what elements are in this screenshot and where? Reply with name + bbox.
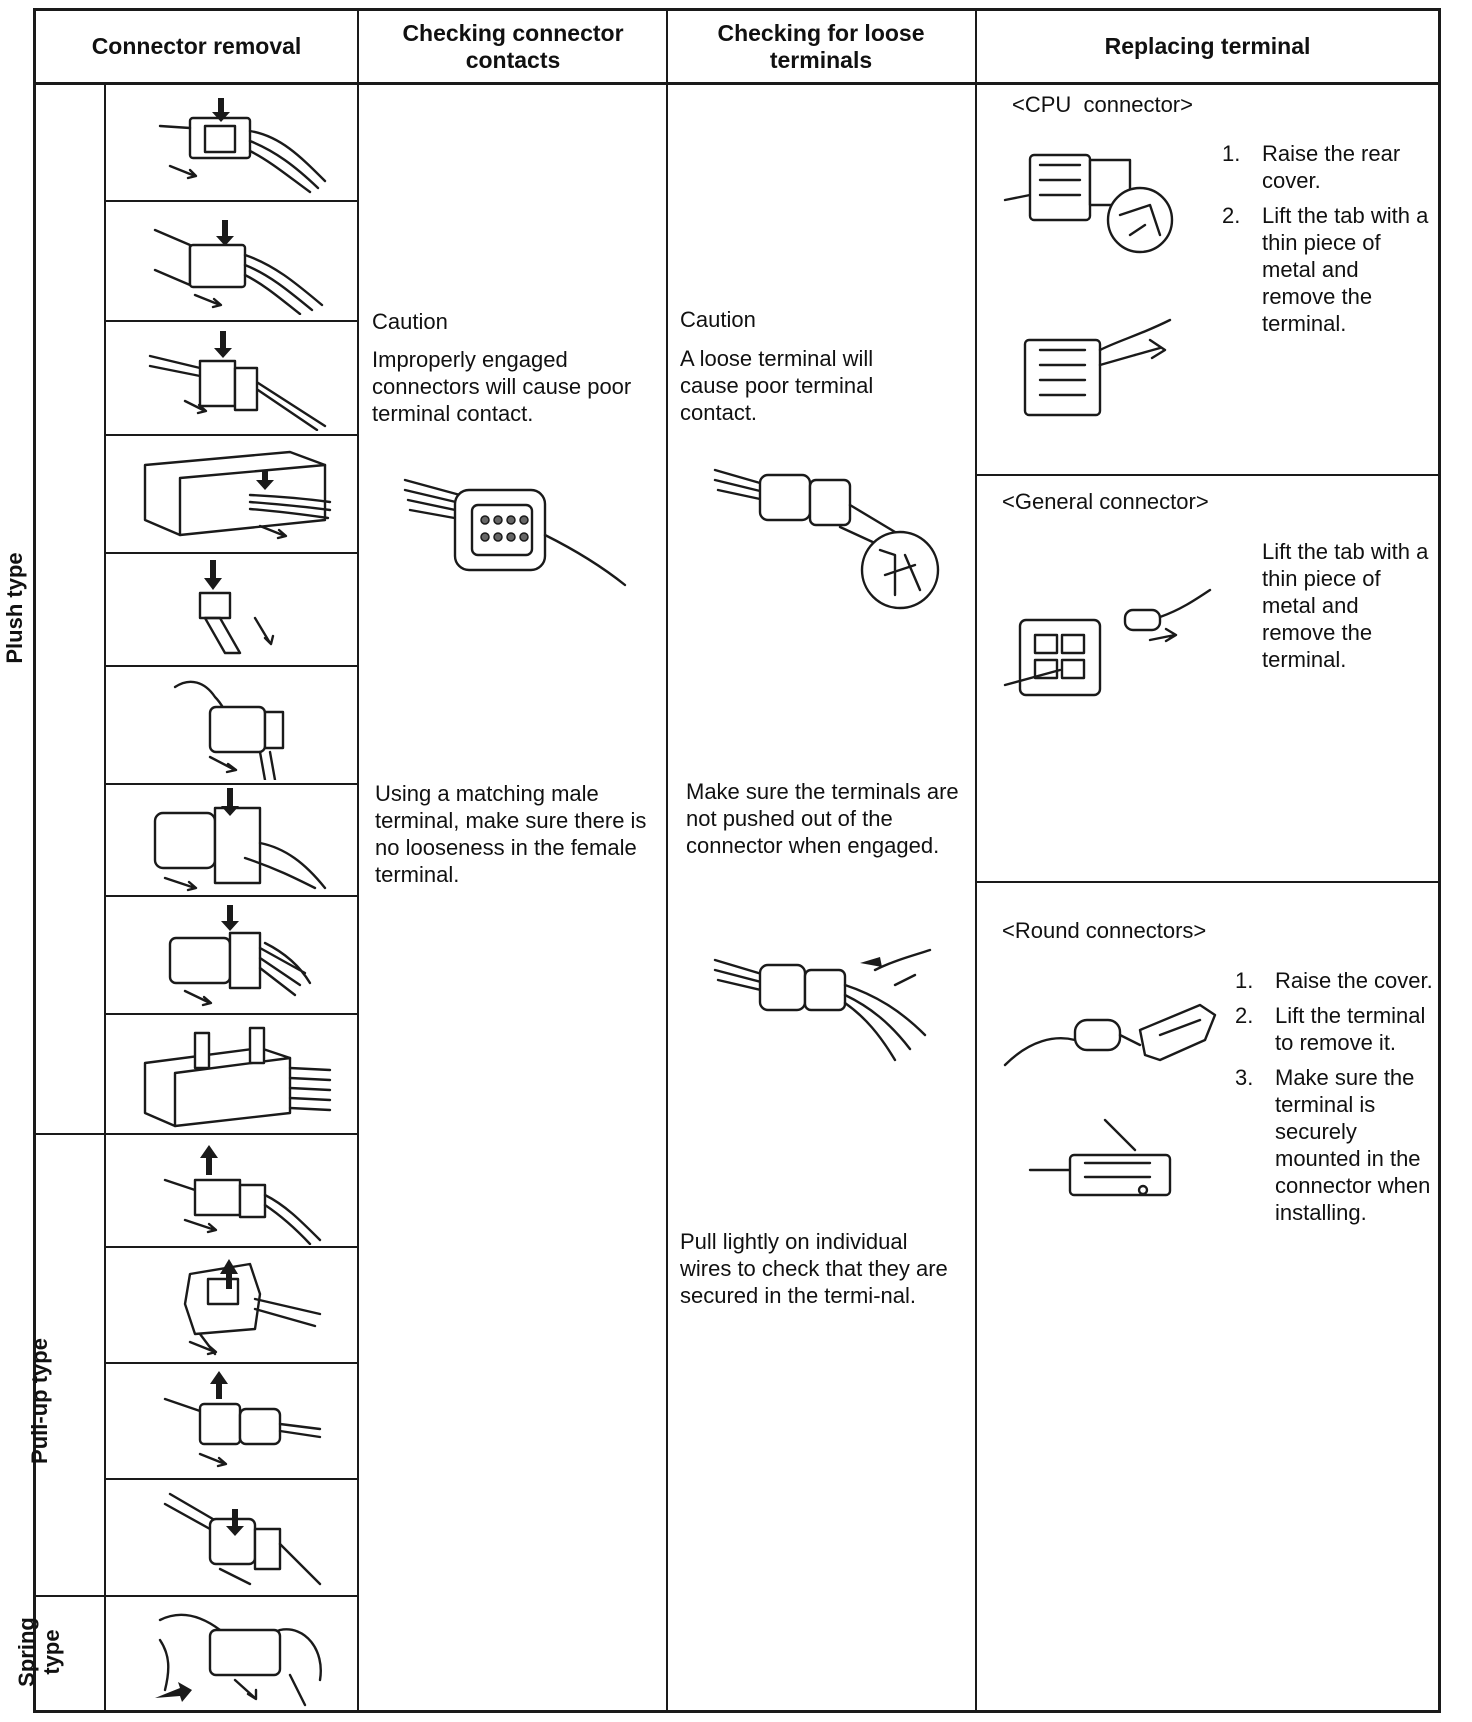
cpu-connector-illustration-2 <box>1023 318 1172 417</box>
step-text: Raise the rear cover. <box>1262 141 1401 193</box>
loose-instruction-2: Pull lightly on individual wires to chec… <box>680 1229 948 1308</box>
cpu-steps: 1. Raise the rear cover. 2. Lift the tab w… <box>1222 140 1437 345</box>
round-connector-illustration-1 <box>1003 1003 1217 1067</box>
step-text: Lift the terminal to remove it. <box>1275 1003 1426 1055</box>
round-connectors-title: <Round connectors> <box>1002 918 1207 943</box>
cell-divider <box>105 320 358 322</box>
plush-illustration-6 <box>173 680 285 780</box>
table-border-right <box>1438 8 1441 1713</box>
table-border-bottom <box>33 1710 1441 1713</box>
table-border-left <box>33 8 36 1713</box>
loose-caution-text: A loose terminal will cause poor termina… <box>680 346 874 425</box>
round-step-2: 2. Lift the terminal to remove it. <box>1235 1002 1440 1056</box>
group-divider-plush-pullup <box>33 1133 358 1135</box>
pullup-illustration-1 <box>163 1145 322 1245</box>
cell-divider <box>105 895 358 897</box>
cell-divider <box>105 1362 358 1364</box>
cell-divider <box>105 1013 358 1015</box>
plush-illustration-7 <box>153 788 327 892</box>
pullup-illustration-3 <box>163 1371 322 1468</box>
spring-illustration <box>155 1613 322 1707</box>
cpu-step-2: 2. Lift the tab with a thin piece of meta… <box>1222 202 1437 337</box>
label-spring-type: Spring type <box>14 1607 66 1697</box>
plush-illustration-1 <box>158 98 327 194</box>
plush-illustration-2 <box>153 220 324 315</box>
step-text: Make sure the terminal is securely mount… <box>1275 1065 1431 1225</box>
plush-illustration-9 <box>143 1026 332 1128</box>
header-checking-contacts: Checking connector contacts <box>402 19 624 73</box>
column-divider-2 <box>666 8 668 1713</box>
replacing-divider-2 <box>976 881 1440 883</box>
step-number: 2. <box>1222 203 1241 228</box>
cell-divider <box>105 434 358 436</box>
cell-divider <box>105 665 358 667</box>
cell-divider <box>105 783 358 785</box>
label-pullup-type: Pull-up type <box>27 1338 52 1464</box>
header-checking-loose: Checking for loose terminals <box>717 19 925 73</box>
label-plush-type: Plush type <box>2 552 27 664</box>
replacing-divider-1 <box>976 474 1440 476</box>
header-replacing-terminal: Replacing terminal <box>1104 33 1311 59</box>
cell-divider <box>105 1246 358 1248</box>
cell-divider <box>105 200 358 202</box>
type-label-divider <box>104 84 106 1712</box>
contacts-instruction: Using a matching male terminal, make sur… <box>375 781 647 887</box>
column-divider-1 <box>357 8 359 1713</box>
round-step-1: 1. Raise the cover. <box>1235 967 1440 994</box>
contacts-caution-text: Improperly engaged connectors will cause… <box>372 347 632 426</box>
header-divider <box>33 82 1441 85</box>
step-text: Lift the tab with a thin piece of metal … <box>1262 203 1429 336</box>
spring-type-text: Spring type <box>14 1617 64 1687</box>
general-connector-illustration <box>1003 588 1212 697</box>
loose-instruction-1: Make sure the terminals are not pushed o… <box>686 779 959 858</box>
cell-divider <box>105 1478 358 1480</box>
plush-illustration-4 <box>143 450 332 540</box>
step-number: 1. <box>1235 968 1254 993</box>
round-connector-illustration-2 <box>1028 1118 1172 1197</box>
table-border-top <box>33 8 1441 11</box>
loose-caution-title: Caution <box>680 307 756 332</box>
step-number: 3. <box>1235 1065 1254 1090</box>
step-number: 2. <box>1235 1003 1254 1028</box>
terminals-engaged-illustration <box>713 948 932 1062</box>
pullup-illustration-2 <box>183 1259 322 1356</box>
cpu-step-1: 1. Raise the rear cover. <box>1222 140 1437 194</box>
column-divider-3 <box>975 8 977 1713</box>
cell-divider <box>105 552 358 554</box>
contacts-caution-title: Caution <box>372 309 448 334</box>
plush-illustration-8 <box>168 905 312 1007</box>
round-steps: 1. Raise the cover. 2. Lift the terminal t… <box>1235 967 1440 1234</box>
connector-contacts-illustration <box>403 478 627 587</box>
pullup-illustration-4 <box>163 1492 322 1586</box>
step-text: Raise the cover. <box>1275 968 1433 993</box>
cpu-connector-illustration-1 <box>1003 153 1174 254</box>
general-connector-title: <General connector> <box>1002 489 1209 514</box>
plush-illustration-5 <box>198 560 275 655</box>
header-connector-removal: Connector removal <box>91 33 302 59</box>
cpu-connector-title: <CPU connector> <box>1012 92 1193 117</box>
general-connector-text: Lift the tab with a thin piece of metal … <box>1262 539 1429 672</box>
group-divider-pullup-spring <box>33 1595 358 1597</box>
loose-terminal-illustration <box>713 468 940 610</box>
step-number: 1. <box>1222 141 1241 166</box>
plush-illustration-3 <box>148 331 327 431</box>
round-step-3: 3. Make sure the terminal is securely mou… <box>1235 1064 1440 1226</box>
